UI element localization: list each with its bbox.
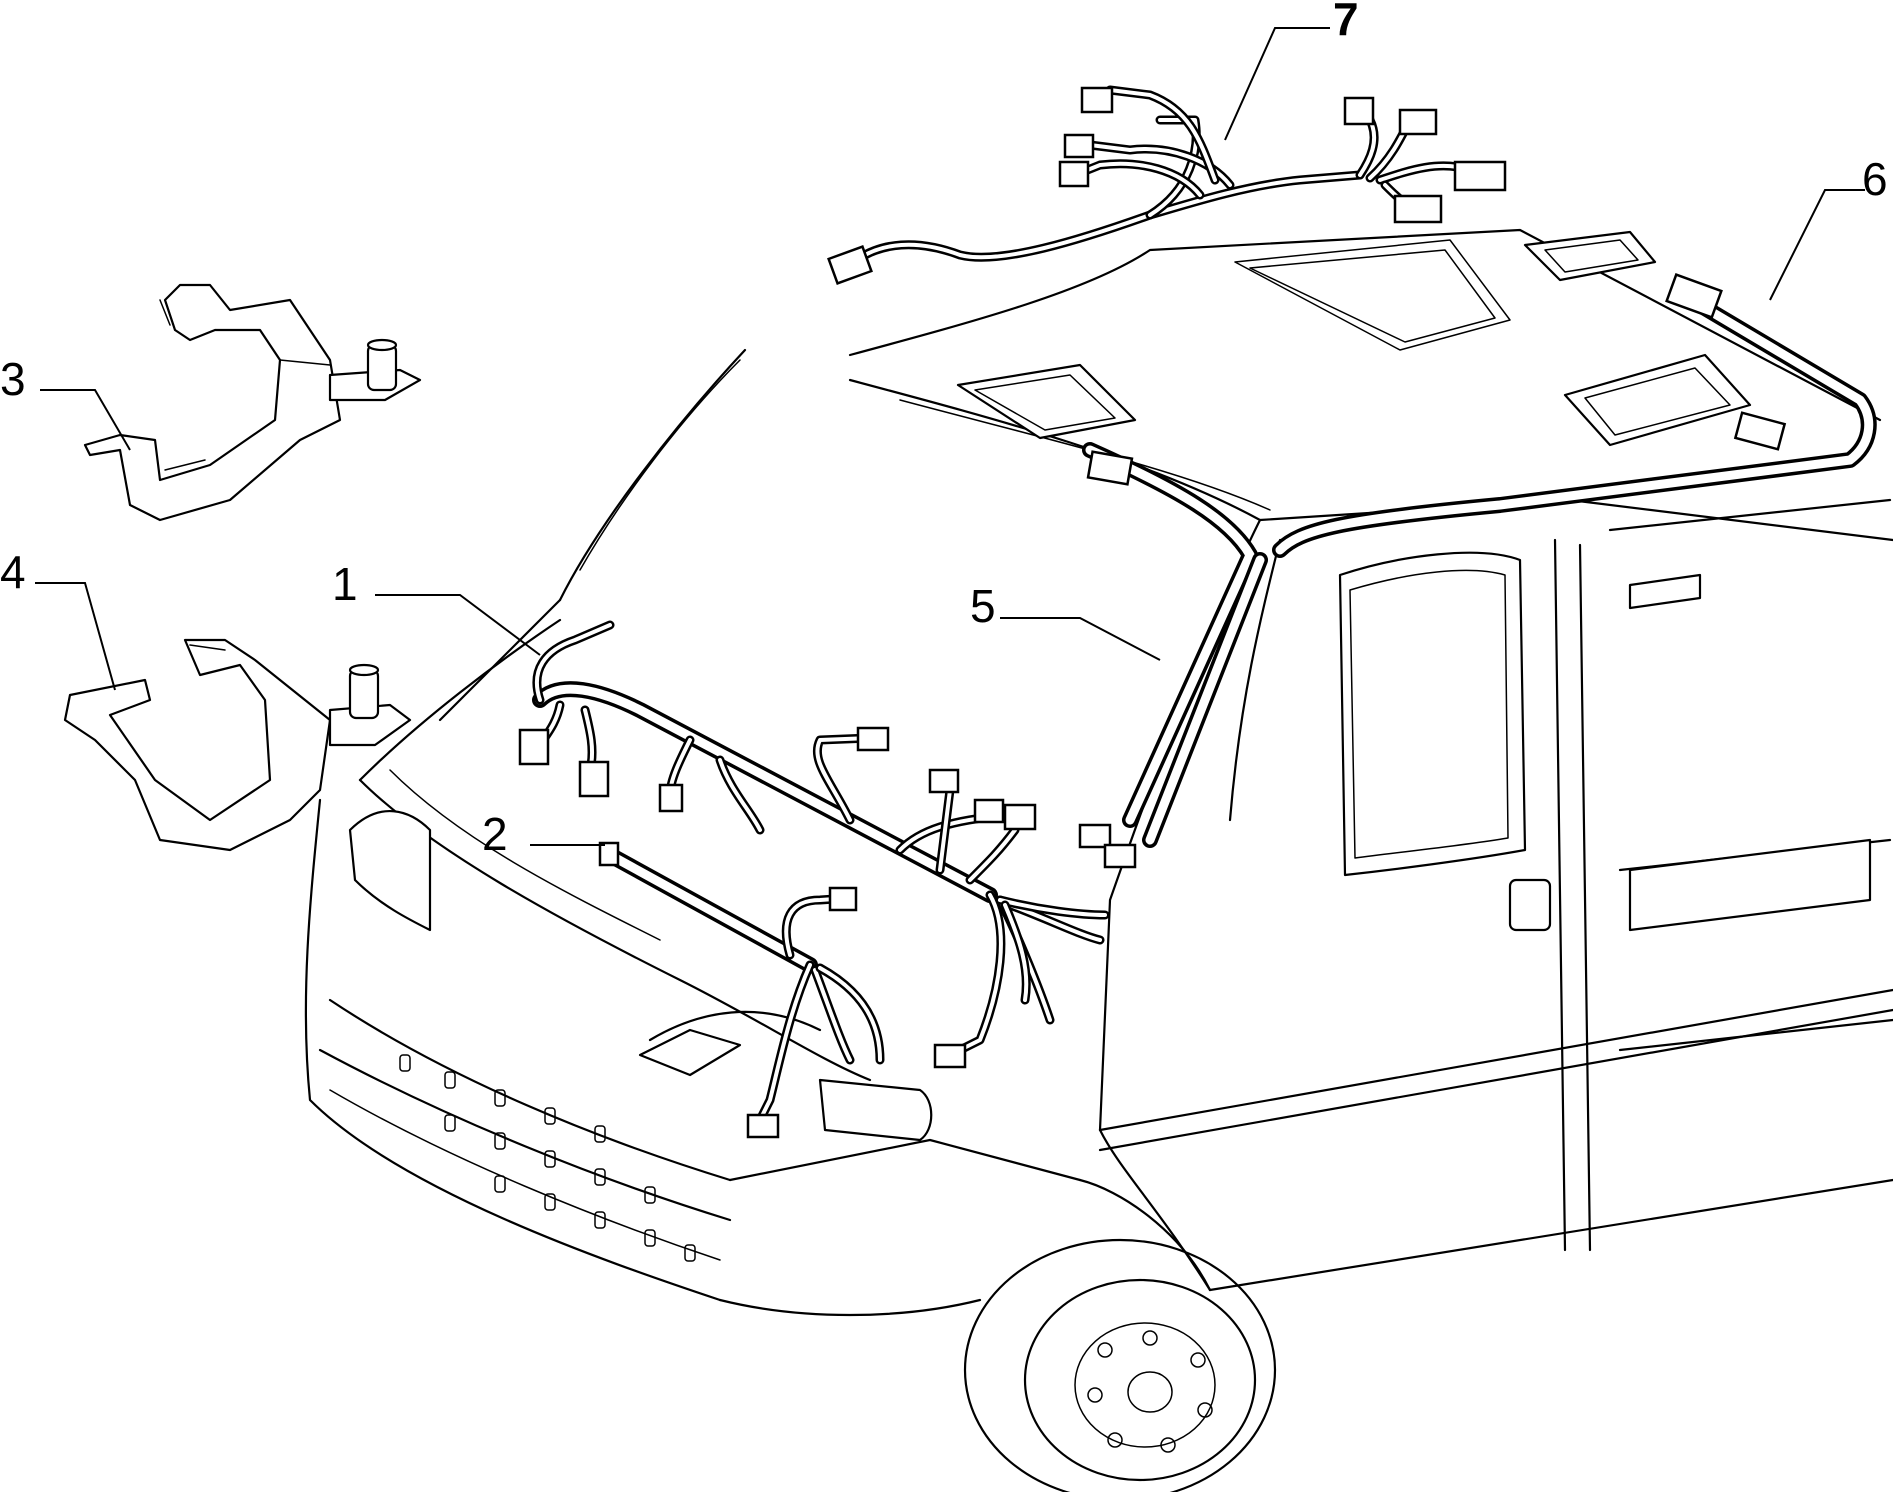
- callout-2: 2: [482, 808, 508, 860]
- callout-5: 5: [970, 580, 996, 632]
- grille-slots: [399, 1054, 696, 1262]
- callout-3: 3: [0, 353, 26, 405]
- roof-harness: [827, 85, 1507, 285]
- a-pillar-harness: [1078, 442, 1268, 869]
- front-wheel: [963, 1238, 1277, 1492]
- callout-4: 4: [0, 546, 26, 598]
- van-body: [304, 228, 1893, 1492]
- callout-7: 7: [1333, 0, 1359, 45]
- harness-branch: [598, 841, 885, 1139]
- callout-1: 1: [332, 558, 358, 610]
- callout-6: 6: [1862, 153, 1888, 205]
- bracket-upper: [83, 283, 422, 522]
- callout-leaders: [35, 27, 1865, 846]
- bracket-lower: [63, 638, 412, 852]
- front-harness: [518, 620, 1110, 1069]
- callout-labels: 1 2 3 4 5 6 7: [0, 0, 1888, 860]
- roof-side-harness: [1272, 273, 1877, 558]
